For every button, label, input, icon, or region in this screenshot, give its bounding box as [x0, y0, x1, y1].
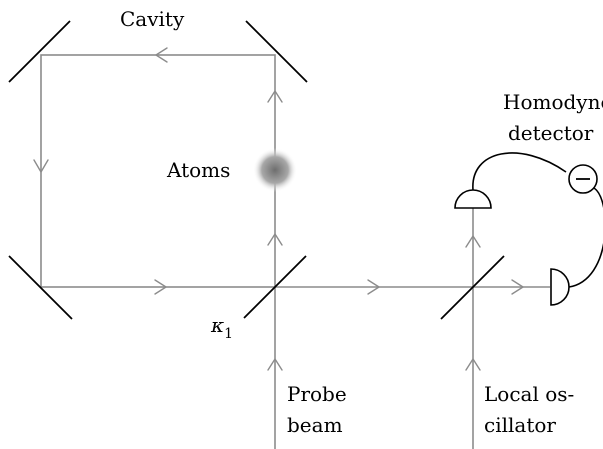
- kappa-subscript: 1: [224, 326, 233, 342]
- probe-label-line2: beam: [287, 413, 343, 437]
- kappa-label: κ1: [210, 313, 233, 342]
- wire-right-detector: [568, 187, 603, 288]
- local-oscillator-label-line1: Local os-: [484, 382, 574, 406]
- wire-top-detector: [472, 152, 567, 191]
- arrow-lo-up-2: [465, 235, 481, 248]
- homodyne-label-line2: detector: [508, 121, 594, 145]
- probe-label-line1: Probe: [287, 382, 347, 406]
- arrow-cavity-bottom-right: [154, 279, 167, 295]
- arrow-cavity-right-up-2: [267, 233, 283, 246]
- arrow-cavity-right-up-1: [267, 90, 283, 103]
- arrow-cavity-top-left: [155, 47, 168, 63]
- beam-splitter-homodyne: [440, 255, 505, 320]
- atoms-label: Atoms: [166, 158, 230, 182]
- subtraction-node: [568, 164, 598, 194]
- local-oscillator-label-line2: cillator: [484, 413, 556, 437]
- arrow-probe-up: [267, 358, 283, 371]
- cavity-label: Cavity: [120, 7, 185, 31]
- beam-splitter-input-kappa: [243, 255, 307, 319]
- cavity-loop: [40, 54, 276, 288]
- arrow-cavity-left-down: [33, 159, 49, 173]
- kappa-symbol: κ: [210, 313, 224, 337]
- detector-right: [550, 268, 570, 306]
- detector-top: [454, 189, 492, 209]
- mirror-bottom-left: [8, 255, 73, 320]
- cavity-beam-path: [40, 54, 276, 288]
- arrow-transmitted-right: [367, 279, 380, 295]
- homodyne-label-line1: Homodyne: [503, 90, 603, 114]
- mirror-top-left: [8, 20, 71, 83]
- arrow-lo-up: [465, 358, 481, 371]
- atoms-cloud: [253, 148, 297, 192]
- arrow-to-detector-right: [511, 279, 524, 295]
- mirror-top-right: [245, 20, 308, 83]
